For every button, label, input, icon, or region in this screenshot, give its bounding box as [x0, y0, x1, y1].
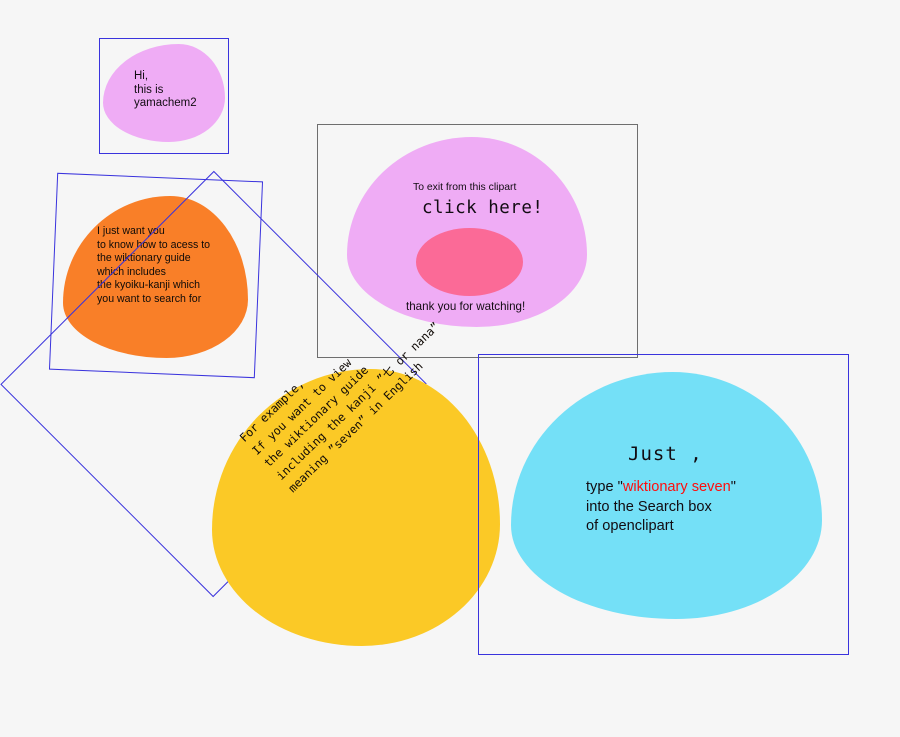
search-text-prefix: type " — [586, 479, 623, 495]
greeting-panel-frame — [99, 38, 229, 154]
intro-text: I just want you to know how to acess to … — [97, 225, 211, 305]
search-blob — [511, 372, 822, 619]
search-heading: Just , — [628, 443, 703, 465]
search-text-suffix: " into the Search box of openclipart — [586, 479, 736, 535]
exit-instruction-text: To exit from this clipart — [413, 182, 517, 193]
exit-thanks-text: thank you for watching! — [406, 300, 526, 313]
search-instruction-text: type "wiktionary seven" into the Search … — [586, 478, 736, 537]
search-query-highlight: wiktionary seven — [622, 479, 731, 495]
search-panel-frame — [478, 354, 849, 655]
exit-click-target-ellipse[interactable] — [416, 228, 523, 296]
exit-panel-frame — [317, 124, 638, 358]
greeting-text: Hi, this is yamachem2 — [134, 70, 197, 109]
example-blob — [212, 369, 500, 646]
exit-click-here-label[interactable]: click here! — [422, 198, 544, 218]
